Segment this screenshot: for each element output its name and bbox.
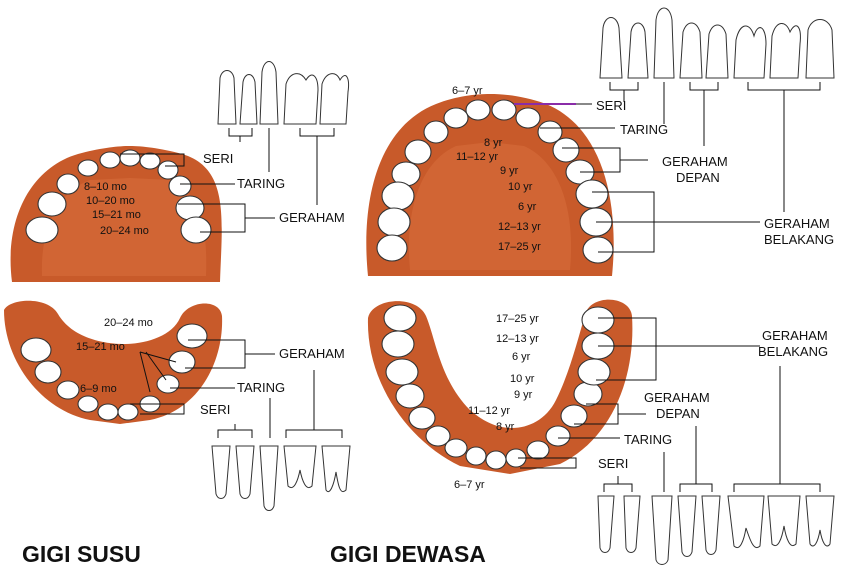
permanent-upper-age-6: 6 yr <box>518 201 537 213</box>
permanent-lower-age-2: 12–13 yr <box>496 333 539 345</box>
primary-lower-label-incisor: SERI <box>200 402 230 417</box>
primary-lower-label-canine: TARING <box>237 380 285 395</box>
primary-upper-age-3: 15–21 mo <box>92 209 141 221</box>
permanent-lower-label-molar-1: GERAHAM <box>762 328 828 343</box>
permanent-lower-age-7: 8 yr <box>496 421 515 433</box>
permanent-upper-age-5: 10 yr <box>508 181 533 193</box>
primary-upper-age-4: 20–24 mo <box>100 225 149 237</box>
permanent-lower-label-canine: TARING <box>624 432 672 447</box>
permanent-lower-age-3: 6 yr <box>512 351 531 363</box>
primary-lower-jaw: 20–24 mo 15–21 mo 6–9 mo GERAHAM TARING … <box>4 301 345 424</box>
permanent-upper-age-7: 12–13 yr <box>498 221 541 233</box>
permanent-upper-age-3: 11–12 yr <box>456 151 498 163</box>
permanent-upper-age-4: 9 yr <box>500 165 519 177</box>
primary-upper-label-incisor: SERI <box>203 151 233 166</box>
permanent-upper-age-2: 8 yr <box>484 137 503 149</box>
permanent-upper-label-molar-1: GERAHAM <box>764 216 830 231</box>
permanent-lower-jaw: 17–25 yr 12–13 yr 6 yr 10 yr 9 yr 11–12 … <box>368 300 828 491</box>
permanent-lower-label-premolar-1: GERAHAM <box>644 390 710 405</box>
permanent-lower-age-5: 9 yr <box>514 389 533 401</box>
permanent-lower-label-incisor: SERI <box>598 456 628 471</box>
primary-upper-label-canine: TARING <box>237 176 285 191</box>
permanent-lower-label-molar-2: BELAKANG <box>758 344 828 359</box>
primary-lower-age-3: 6–9 mo <box>80 383 117 395</box>
primary-lower-label-molar: GERAHAM <box>279 346 345 361</box>
permanent-lower-label-premolar-2: DEPAN <box>656 406 700 421</box>
primary-lower-age-1: 20–24 mo <box>104 317 153 329</box>
permanent-upper-jaw: 6–7 yr 8 yr 11–12 yr 9 yr 10 yr 6 yr 12–… <box>366 85 834 276</box>
permanent-lower-age-8: 6–7 yr <box>454 479 485 491</box>
permanent-upper-label-canine: TARING <box>620 122 668 137</box>
permanent-upper-label-incisor: SERI <box>596 98 626 113</box>
permanent-lower-age-4: 10 yr <box>510 373 535 385</box>
primary-upper-age-2: 10–20 mo <box>86 195 135 207</box>
primary-upper-jaw: 8–10 mo 10–20 mo 15–21 mo 20–24 mo SERI … <box>11 146 345 282</box>
permanent-upper-label-premolar-2: DEPAN <box>676 170 720 185</box>
primary-upper-age-1: 8–10 mo <box>84 181 127 193</box>
permanent-upper-label-premolar-1: GERAHAM <box>662 154 728 169</box>
permanent-lower-age-6: 11–12 yr <box>468 405 510 417</box>
permanent-lower-age-1: 17–25 yr <box>496 313 539 325</box>
permanent-title: GIGI DEWASA <box>330 541 486 567</box>
permanent-upper-label-molar-2: BELAKANG <box>764 232 834 247</box>
primary-title: GIGI SUSU <box>22 541 141 567</box>
permanent-lower-side-teeth <box>598 366 834 565</box>
permanent-upper-age-1: 6–7 yr <box>452 85 483 97</box>
primary-lower-age-2: 15–21 mo <box>76 341 125 353</box>
primary-upper-label-molar: GERAHAM <box>279 210 345 225</box>
permanent-upper-age-8: 17–25 yr <box>498 241 541 253</box>
